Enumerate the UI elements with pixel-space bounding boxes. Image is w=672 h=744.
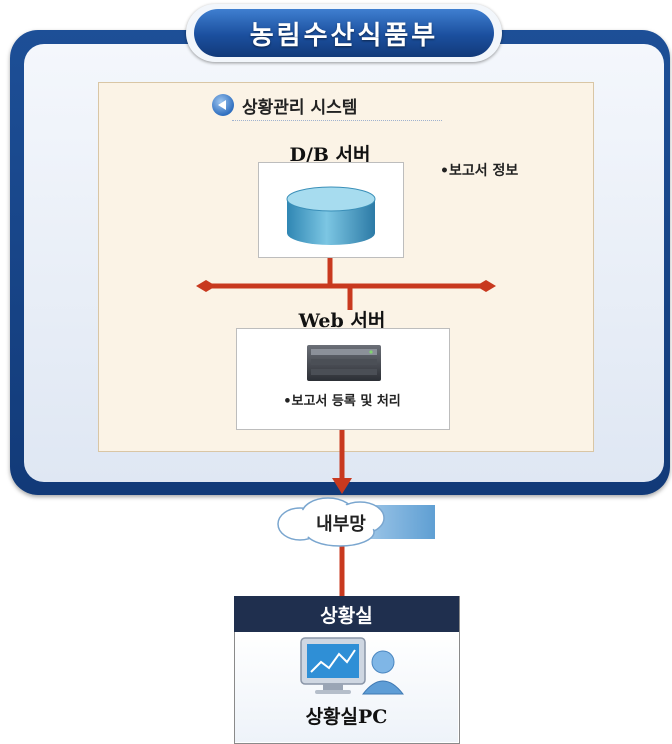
internal-network-label: 내부망 [316, 514, 366, 535]
bus-right-end-icon [476, 280, 496, 292]
server-rack-icon [307, 345, 381, 381]
arrow-down-icon [332, 478, 352, 494]
web-server-task: •보고서 등록 및 처리 [283, 394, 401, 409]
speaker-icon [212, 94, 234, 116]
web-server-label: Web 서버 [298, 310, 386, 332]
user-icon [361, 650, 405, 695]
system-header-label: 상황관리 시스템 [242, 97, 358, 118]
monitor-icon [300, 637, 366, 694]
db-server-info: •보고서 정보 [440, 163, 519, 179]
system-header: 상황관리 시스템 [212, 92, 357, 118]
situation-room-pc-illustration [300, 637, 405, 695]
system-header-underline [232, 120, 442, 121]
web-server-box [236, 328, 450, 430]
db-server-label: D/B 서버 [289, 144, 371, 166]
situation-room-body [235, 632, 458, 742]
cloud-icon [277, 497, 385, 547]
bus-left-end-icon [196, 280, 216, 292]
database-cylinder-icon [286, 186, 376, 245]
ministry-title: 농림수산식품부 [194, 9, 494, 57]
situation-room-header: 상황실 [234, 596, 459, 632]
situation-room-pc-label: 상황실PC [305, 706, 388, 728]
db-server-box [258, 162, 404, 258]
